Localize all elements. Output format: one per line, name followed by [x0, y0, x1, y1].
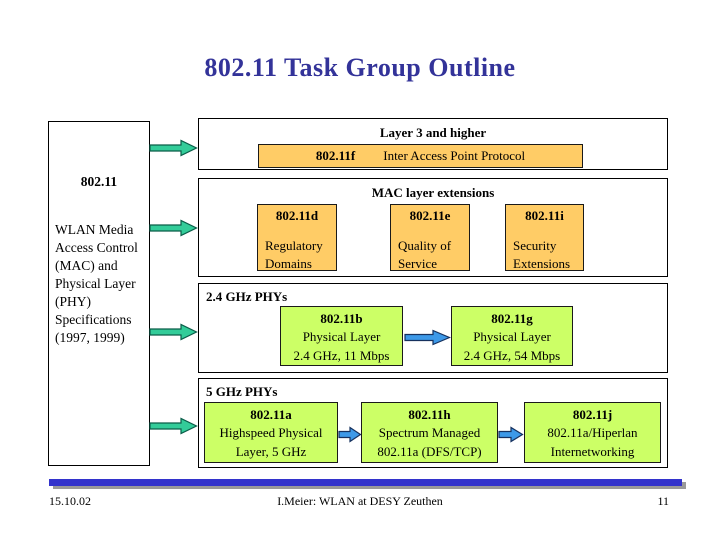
task-box-label: Spectrum Managed 802.11a (DFS/TCP) — [377, 425, 482, 459]
task-box-label: Security Extensions — [513, 238, 571, 271]
flow-arrow-icon — [149, 139, 198, 157]
task-box-id: 802.11f — [315, 148, 356, 163]
left-panel-description: WLAN Media Access Control (MAC) and Phys… — [55, 222, 138, 345]
task-box-802-11d: 802.11d Regulatory Domains — [257, 204, 337, 271]
evolution-arrow-icon — [404, 329, 451, 346]
footer-date: 15.10.02 — [49, 494, 91, 508]
task-box-id: 802.11e — [409, 208, 451, 223]
task-box-label: Regulatory Domains — [265, 238, 323, 271]
task-box-802-11e: 802.11e Quality of Service — [390, 204, 470, 271]
section-mac-extensions: MAC layer extensions 802.11d Regulatory … — [198, 178, 668, 277]
section-mac-header: MAC layer extensions — [371, 185, 495, 200]
task-box-802-11h: 802.11h Spectrum Managed 802.11a (DFS/TC… — [361, 402, 498, 463]
task-box-label: Inter Access Point Protocol — [383, 148, 526, 163]
task-box-label: Highspeed Physical Layer, 5 GHz — [219, 425, 323, 459]
flow-arrow-icon — [149, 417, 198, 435]
task-box-802-11a: 802.11a Highspeed Physical Layer, 5 GHz — [204, 402, 338, 463]
footer-divider-bar — [49, 479, 682, 486]
footer-page-number: 11 — [657, 494, 669, 508]
task-box-label: Physical Layer 2.4 GHz, 11 Mbps — [293, 329, 390, 363]
evolution-arrow-icon — [338, 426, 362, 443]
page-title: 802.11 Task Group Outline — [204, 53, 516, 82]
section-24ghz-phys: 2.4 GHz PHYs 802.11b Physical Layer 2.4 … — [198, 283, 668, 373]
section-24ghz-header: 2.4 GHz PHYs — [206, 289, 288, 304]
task-box-802-11f: 802.11f Inter Access Point Protocol — [258, 144, 583, 168]
footer-credit: I.Meier: WLAN at DESY Zeuthen — [277, 494, 443, 508]
section-layer3: Layer 3 and higher 802.11f Inter Access … — [198, 118, 668, 170]
task-box-label: Physical Layer 2.4 GHz, 54 Mbps — [463, 329, 561, 363]
left-panel-heading: 802.11 — [80, 174, 118, 189]
task-box-802-11i: 802.11i Security Extensions — [505, 204, 584, 271]
task-box-802-11j: 802.11j 802.11a/Hiperlan Internetworking — [524, 402, 661, 463]
task-box-802-11g: 802.11g Physical Layer 2.4 GHz, 54 Mbps — [451, 306, 573, 366]
task-box-label: 802.11a/Hiperlan Internetworking — [547, 425, 638, 459]
task-box-id: 802.11g — [491, 311, 533, 326]
task-box-label: Quality of Service — [398, 238, 452, 271]
section-5ghz-phys: 5 GHz PHYs 802.11a Highspeed Physical La… — [198, 378, 668, 468]
task-box-id: 802.11b — [320, 311, 363, 326]
task-box-802-11b: 802.11b Physical Layer 2.4 GHz, 11 Mbps — [280, 306, 403, 366]
task-box-id: 802.11a — [250, 407, 292, 422]
flow-arrow-icon — [149, 219, 198, 237]
left-panel-802-11: 802.11 WLAN Media Access Control (MAC) a… — [48, 121, 150, 466]
task-box-id: 802.11i — [525, 208, 564, 223]
evolution-arrow-icon — [498, 426, 524, 443]
section-layer3-header: Layer 3 and higher — [379, 125, 487, 140]
flow-arrow-icon — [149, 323, 198, 341]
section-5ghz-header: 5 GHz PHYs — [206, 384, 278, 399]
task-box-id: 802.11j — [572, 407, 613, 422]
task-box-id: 802.11d — [275, 208, 319, 223]
task-box-id: 802.11h — [408, 407, 451, 422]
